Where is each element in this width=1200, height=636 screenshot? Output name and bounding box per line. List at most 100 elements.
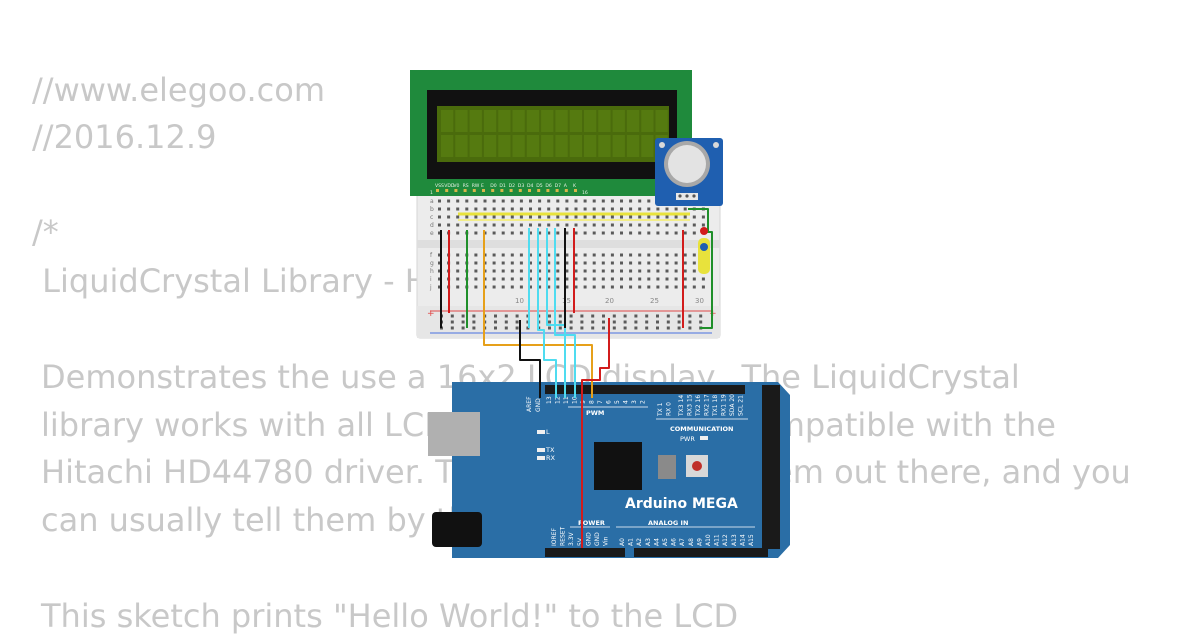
breadboard-hole — [501, 261, 505, 265]
breadboard-hole — [456, 231, 460, 235]
breadboard-hole — [565, 285, 569, 289]
col-number-10: 10 — [515, 297, 524, 305]
breadboard-hole — [438, 223, 441, 227]
breadboard-hole — [474, 277, 478, 281]
analog-header — [634, 548, 768, 557]
rail-hole — [548, 320, 551, 324]
breadboard-hole — [474, 199, 478, 203]
digital-pin-label: 6 — [606, 400, 613, 404]
breadboard-hole — [510, 223, 514, 227]
rail-hole — [515, 320, 519, 324]
digital-pin-label: 10 — [572, 396, 579, 404]
analog-pin-label: A14 — [739, 534, 746, 546]
row-letter-g: g — [430, 260, 434, 267]
wire-cyan-d5 — [537, 228, 557, 398]
serial-pin-label: RX 0 — [666, 402, 673, 416]
analog-pin-label: A12 — [722, 534, 729, 546]
breadboard-hole — [565, 207, 569, 211]
breadboard-hole — [529, 285, 532, 289]
breadboard-hole — [565, 269, 569, 273]
breadboard-hole — [510, 253, 514, 257]
breadboard-hole — [547, 261, 551, 265]
analog-pin-label: A3 — [645, 538, 652, 546]
breadboard-hole — [592, 223, 596, 227]
breadboard-hole — [647, 215, 651, 219]
breadboard-hole — [674, 285, 678, 289]
breadboard-hole — [638, 223, 642, 227]
breadboard-hole — [492, 261, 496, 265]
row-letter-a: a — [430, 198, 434, 205]
digital-pin-label: 9 — [580, 400, 587, 404]
lcd-cell — [569, 110, 582, 132]
breadboard-hole — [638, 231, 642, 235]
breadboard-hole — [583, 223, 587, 227]
lcd-cell — [555, 110, 568, 132]
lcd-pin — [472, 189, 476, 192]
breadboard-hole — [665, 269, 669, 273]
breadboard-hole — [529, 231, 532, 235]
breadboard-hole — [692, 223, 696, 227]
breadboard-hole — [665, 253, 669, 257]
rail-hole — [666, 326, 670, 330]
breadboard-hole — [556, 285, 560, 289]
breadboard-hole — [629, 261, 633, 265]
breadboard-hole — [629, 207, 633, 211]
breadboard-hole — [465, 199, 469, 203]
rail-hole — [591, 314, 595, 318]
rail-hole — [623, 320, 627, 324]
breadboard-hole — [647, 285, 651, 289]
breadboard-hole — [601, 269, 605, 273]
breadboard-hole — [565, 277, 569, 281]
breadboard-hole — [692, 269, 696, 273]
rail-hole — [461, 314, 465, 318]
breadboard-hole — [647, 199, 651, 203]
breadboard-hole — [647, 231, 651, 235]
analog-pin-label: A10 — [705, 534, 712, 546]
breadboard-hole — [438, 277, 441, 281]
label-communication: COMMUNICATION — [670, 425, 733, 433]
breadboard-hole — [601, 223, 605, 227]
breadboard-hole — [474, 215, 478, 219]
breadboard-hole — [438, 253, 441, 257]
serial-pin-label: TX 1 — [657, 402, 664, 417]
breadboard-hole — [574, 207, 578, 211]
breadboard-hole — [620, 277, 623, 281]
rail-hole — [645, 326, 649, 330]
breadboard-hole — [538, 223, 542, 227]
analog-pin-label: A1 — [628, 538, 635, 546]
breadboard-hole — [519, 199, 523, 203]
breadboard-hole — [547, 223, 551, 227]
breadboard-hole — [692, 277, 696, 281]
lcd-cell — [584, 135, 597, 157]
breadboard-hole — [501, 223, 505, 227]
breadboard-hole — [647, 277, 651, 281]
breadboard-hole — [610, 261, 614, 265]
breadboard-hole — [647, 269, 651, 273]
breadboard-hole — [447, 215, 451, 219]
lcd-pin-label: D2 — [509, 183, 516, 189]
code-line-sketch-prints: This sketch prints "Hello World!" to the… — [41, 597, 739, 635]
breadboard-hole — [674, 261, 678, 265]
breadboard-hole — [629, 231, 633, 235]
breadboard-hole — [601, 261, 605, 265]
breadboard-hole — [610, 207, 614, 211]
lcd-cell — [455, 110, 468, 132]
lcd-pin-first: 1 — [430, 190, 433, 196]
lcd-cell — [483, 135, 497, 157]
breadboard-hole — [529, 223, 532, 227]
communication-pin-label: RX2 17 — [704, 394, 711, 416]
breadboard-hole — [474, 231, 478, 235]
breadboard-hole — [474, 269, 478, 273]
lcd-cell — [541, 110, 554, 132]
breadboard-column-numbers: 10 15 20 25 30 — [515, 297, 704, 305]
digital-pin-label: 3 — [631, 400, 638, 404]
breadboard-hole — [683, 261, 687, 265]
power-pin-label: GND — [594, 532, 601, 546]
breadboard-hole — [583, 277, 587, 281]
rail-hole — [645, 314, 649, 318]
lcd-pin — [482, 189, 485, 192]
breadboard-hole — [438, 231, 441, 235]
breadboard-hole — [692, 285, 696, 289]
breadboard-hole — [592, 269, 596, 273]
breadboard-hole — [638, 285, 642, 289]
